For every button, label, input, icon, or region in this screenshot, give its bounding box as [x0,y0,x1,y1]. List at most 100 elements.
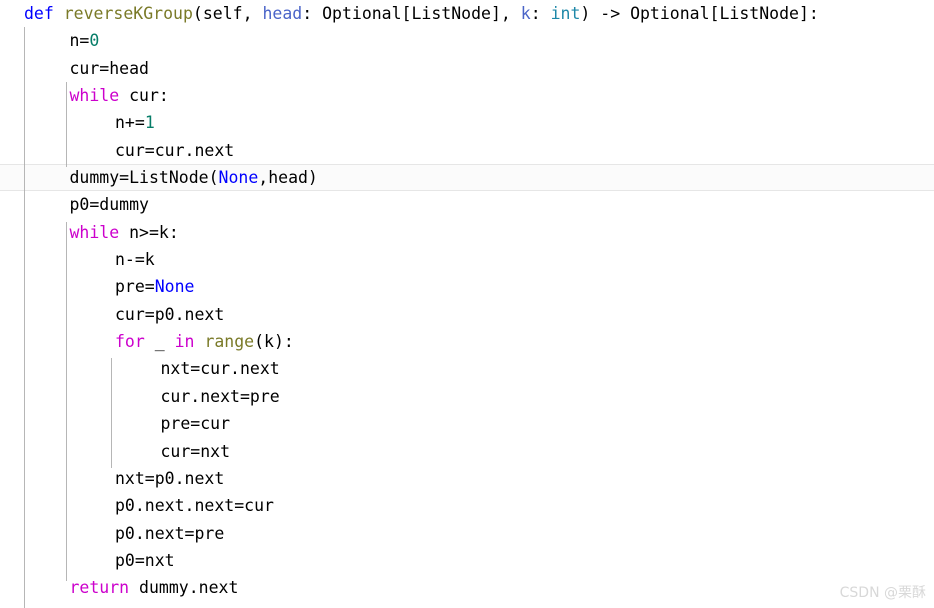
indent-guide [66,82,67,167]
code-line-text: cur=head [0,55,149,82]
code-token: cur=p0.next [115,304,225,324]
code-token: n= [69,31,90,51]
code-token: p0.next.next=cur [115,496,274,516]
code-token: pre= [115,277,155,297]
code-token: while [69,86,120,106]
code-line[interactable]: for _ in range(k): [0,328,934,355]
code-token: p0.next=pre [115,523,225,543]
code-token: reverseKGroup [63,4,193,23]
code-token: while [69,222,120,242]
code-line[interactable]: dummy=ListNode(None,head) [0,164,934,191]
code-token: n+= [115,113,145,133]
code-line[interactable]: cur=nxt [0,438,934,465]
code-line[interactable]: def reverseKGroup(self, head: Optional[L… [0,0,934,27]
indent-guide [66,222,67,581]
code-line[interactable]: cur=cur.next [0,137,934,164]
code-token: self [202,4,243,23]
code-token: cur: [119,86,169,106]
code-token: : [302,4,323,23]
code-token: , [500,4,521,23]
code-line-text: p0.next=pre [0,520,224,547]
code-line-text: pre=cur [0,410,231,437]
code-token: for [115,332,145,352]
code-token: in [174,332,195,352]
code-token: return [69,578,130,598]
code-token: int [550,4,581,23]
code-token: pre=cur [160,414,231,434]
code-token [195,332,205,351]
code-line[interactable]: while n>=k: [0,219,934,246]
code-line-text: pre=None [0,273,195,300]
code-line-text: dummy=ListNode(None,head) [0,164,318,191]
code-line[interactable]: n+=1 [0,109,934,136]
code-line-text: p0=dummy [0,191,149,218]
code-line-text: n=0 [0,27,100,54]
code-line[interactable]: p0.next=pre [0,520,934,547]
code-line[interactable]: pre=None [0,273,934,300]
code-line-text: def reverseKGroup(self, head: Optional[L… [0,0,819,27]
code-line-text: p0=nxt [0,547,175,574]
code-line-text: n+=1 [0,109,155,136]
code-line-text: for _ in range(k): [0,328,294,355]
code-line-text: nxt=p0.next [0,465,224,492]
current-line-highlight [0,164,934,192]
code-token: range [204,332,255,352]
code-line-text: return dummy.next [0,574,239,601]
code-line[interactable]: return dummy.next [0,574,934,601]
code-line[interactable]: while cur: [0,82,934,109]
code-token: dummy=ListNode( [69,168,219,188]
code-token: 0 [89,31,100,51]
code-line-text: p0.next.next=cur [0,492,274,519]
indent-guide [24,27,25,608]
code-line[interactable]: cur.next=pre [0,383,934,410]
code-token: cur=nxt [160,441,231,461]
code-token: : [530,4,551,23]
code-token: cur.next=pre [160,386,280,406]
code-token: 1 [144,113,155,133]
code-token: ,head) [258,168,318,188]
code-line[interactable]: n=0 [0,27,934,54]
code-token: p0=dummy [69,195,149,215]
code-line[interactable]: p0=nxt [0,547,934,574]
code-line-text: n-=k [0,246,155,273]
code-token: (k): [254,332,294,352]
code-token: n>=k: [119,222,179,242]
code-token: ) -> [580,4,631,23]
code-token: n-=k [115,250,155,270]
code-line[interactable]: cur=p0.next [0,301,934,328]
code-line-text: nxt=cur.next [0,355,280,382]
code-token: None [218,168,259,188]
code-token: p0=nxt [115,550,175,570]
code-line[interactable]: pre=cur [0,410,934,437]
code-line[interactable]: nxt=p0.next [0,465,934,492]
code-token: nxt=cur.next [160,359,280,379]
indent-guide [111,358,112,468]
code-token: dummy.next [129,578,239,598]
code-line-text: while cur: [0,82,169,109]
code-token: _ [144,332,175,352]
code-line-text: while n>=k: [0,219,179,246]
code-token: head [262,4,303,23]
code-token: def [24,4,54,23]
code-token: cur=head [69,58,149,78]
code-line-text: cur.next=pre [0,383,280,410]
code-token [54,4,64,23]
code-token: cur=cur.next [115,140,235,160]
code-line-text: cur=nxt [0,438,231,465]
code-token: k [520,4,531,23]
code-line[interactable]: cur=head [0,55,934,82]
code-line-text: cur=p0.next [0,301,224,328]
code-token: , [242,4,263,23]
code-token: Optional[ListNode] [322,4,501,23]
code-line[interactable]: p0.next.next=cur [0,492,934,519]
code-token: ( [192,4,203,23]
code-token: nxt=p0.next [115,468,225,488]
code-line-text: cur=cur.next [0,137,234,164]
code-line[interactable]: n-=k [0,246,934,273]
code-line[interactable]: nxt=cur.next [0,355,934,382]
code-line[interactable]: p0=dummy [0,191,934,218]
code-token: Optional[ListNode]: [630,4,819,23]
code-token: None [154,277,195,297]
